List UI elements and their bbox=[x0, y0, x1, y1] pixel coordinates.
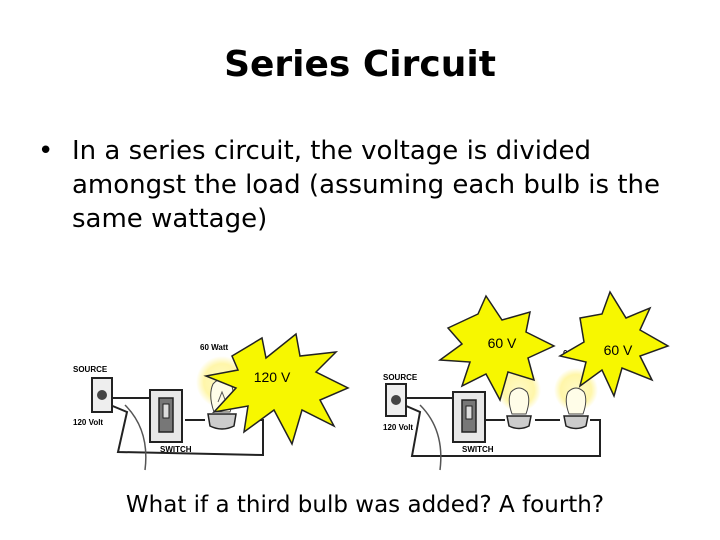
bullet-dot: • bbox=[38, 136, 54, 166]
left-wire-curve bbox=[124, 404, 147, 471]
right-switch bbox=[452, 391, 486, 443]
right-wire-switch bbox=[404, 397, 459, 405]
right-bulb1-icon bbox=[506, 387, 532, 430]
burst-right1-text: 60 V bbox=[488, 335, 517, 351]
burst-right-bulb2-60v: 60 V bbox=[557, 290, 670, 399]
right-source-volts: 120 Volt bbox=[383, 423, 413, 432]
left-bulb-label: 60 Watt bbox=[200, 343, 228, 352]
left-source-outlet bbox=[91, 377, 113, 413]
right-bulb2-icon bbox=[563, 387, 589, 430]
burst-right-bulb1-60v: 60 V bbox=[437, 294, 556, 402]
right-source-outlet bbox=[385, 383, 407, 417]
right-wire-curve bbox=[419, 404, 442, 471]
left-switch-label: SWITCH bbox=[160, 445, 192, 454]
left-source-volts: 120 Volt bbox=[73, 418, 103, 427]
question-text: What if a third bulb was added? A fourth… bbox=[125, 492, 605, 518]
left-wire-switch bbox=[110, 397, 156, 405]
burst-left-text: 120 V bbox=[254, 369, 291, 385]
bullet-text: • In a series circuit, the voltage is div… bbox=[38, 134, 692, 236]
slide-title: Series Circuit bbox=[224, 44, 496, 85]
left-source-label: SOURCE bbox=[73, 365, 108, 374]
burst-right2-text: 60 V bbox=[604, 342, 633, 358]
burst-left-120v: 120 V bbox=[203, 332, 350, 446]
right-wire-loop bbox=[396, 401, 601, 457]
bullet-text-body: In a series circuit, the voltage is divi… bbox=[72, 136, 661, 234]
left-switch bbox=[149, 389, 183, 443]
right-switch-label: SWITCH bbox=[462, 445, 494, 454]
right-source-label: SOURCE bbox=[383, 373, 418, 382]
